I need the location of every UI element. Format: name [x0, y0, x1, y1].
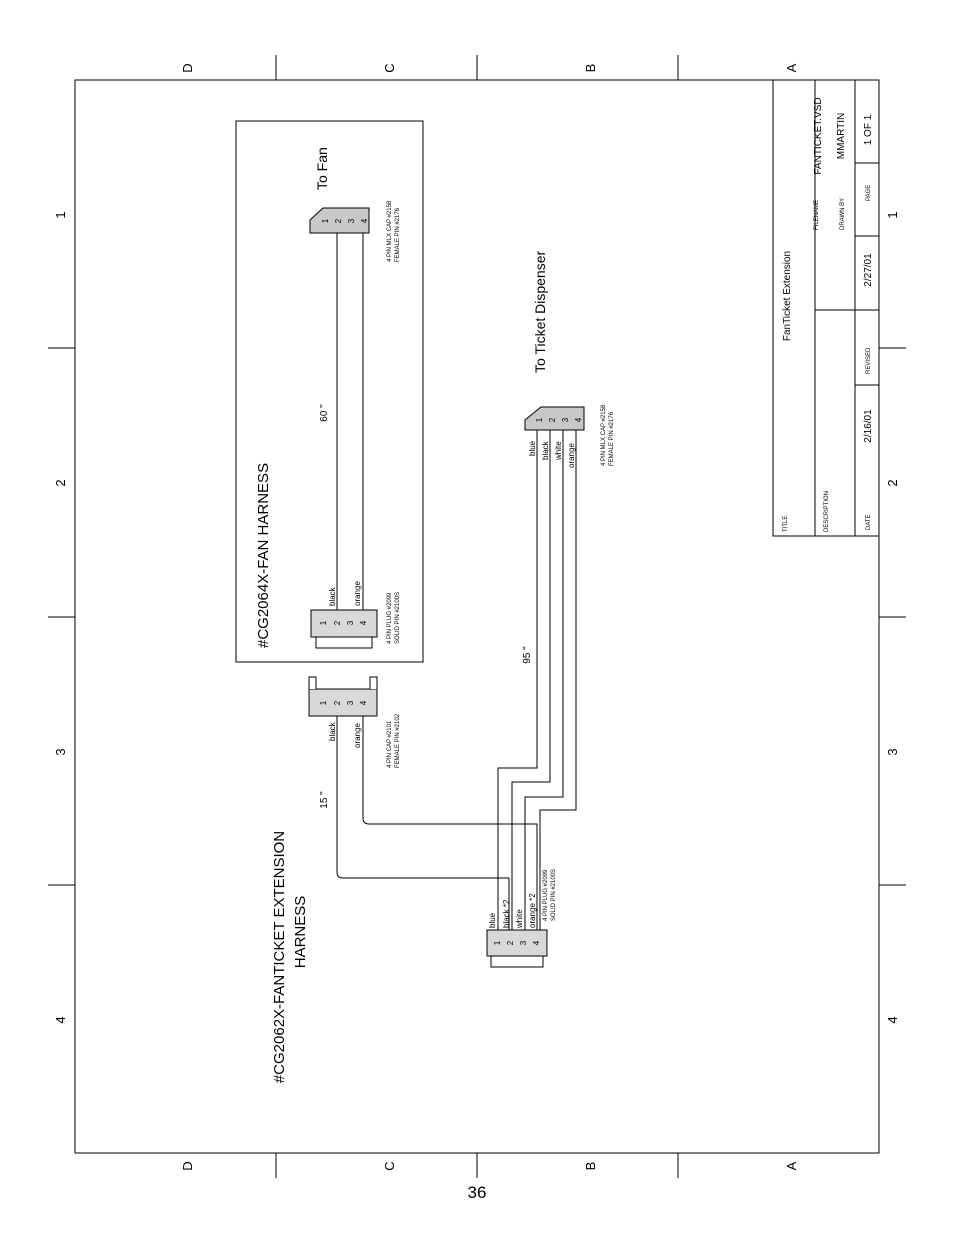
fan-harness-length: 60 " [319, 404, 330, 422]
fan-harness-frame [235, 120, 424, 663]
fan-wire-label-orange: orange [353, 581, 362, 606]
dispenser-cap-spec-2: FEMALE PIN #2176 [609, 411, 615, 466]
extension-harness-title-1: #CG2062X-FANTICKET EXTENSION [271, 831, 288, 1083]
fan-plug-pin: 1 [319, 620, 328, 625]
cap-2101-pin: 4 [359, 700, 368, 705]
plug-wire-label: white [515, 909, 524, 929]
extension-plug-pin: 4 [532, 940, 541, 945]
cap-2101-pin: 2 [333, 700, 342, 705]
zone-number-right: 1 [885, 211, 900, 218]
dispenser-wire-label: blue [528, 440, 537, 456]
cap-2101-pin: 1 [319, 700, 328, 705]
cap-2101-spec-2: FEMALE PIN #2102 [395, 713, 401, 768]
fan-cap-spec-2: FEMALE PIN #2176 [395, 207, 401, 262]
fan-wire-label-black: black [328, 586, 337, 606]
wire-orange-95in [539, 430, 577, 930]
dispenser-wire-label: orange [567, 443, 576, 468]
fan-cap-connector [309, 207, 370, 234]
extension-plug-spec-1: 4 PIN PLUG #2099 [543, 869, 549, 921]
zone-letter-top: D [180, 63, 195, 72]
zone-letter-top: A [784, 63, 799, 72]
dispenser-cap-connector [524, 406, 585, 431]
fan-harness-group: #CG2064X-FAN HARNESS To Fan 60 " black o… [235, 120, 424, 663]
page-label: PAGE [866, 185, 872, 201]
fan-cap-pin: 2 [334, 218, 343, 223]
wire-black-15in [336, 716, 510, 930]
drawnby-label: DRAWN BY [840, 198, 846, 230]
zone-letter-bottom: D [180, 1161, 195, 1170]
dispenser-cap-pin: 3 [561, 417, 570, 422]
dispenser-cap-pin: 4 [574, 417, 583, 422]
extension-plug-pin: 2 [506, 940, 515, 945]
fan-plug-spec-2: SOLID PIN #2100S [395, 592, 401, 644]
title-block: TITLE FanTicket Extension DESCRIPTION FI… [772, 79, 880, 537]
fan-cap-pin: 3 [347, 218, 356, 223]
extension-harness-title-2: HARNESS [292, 896, 309, 969]
to-ticket-dispenser-label: To Ticket Dispenser [532, 251, 548, 373]
zone-number-left: 1 [53, 211, 68, 218]
dispenser-cap-pin: 2 [548, 417, 557, 422]
wire-black-95in [511, 430, 551, 930]
zone-letter-bottom: B [583, 1162, 598, 1171]
cap-2101-spec-1: 4 PIN CAP #2101 [387, 720, 393, 768]
page-number: 36 [467, 1183, 487, 1202]
fan-harness-title: #CG2064X-FAN HARNESS [255, 463, 272, 648]
zone-number-right: 3 [885, 748, 900, 755]
zone-number-left: 3 [53, 748, 68, 755]
date-label: DATE [866, 514, 872, 530]
title-value: FanTicket Extension [782, 251, 793, 341]
zone-letter-bottom: C [382, 1161, 397, 1170]
fan-plug-pin: 2 [333, 620, 342, 625]
extension-plug-pin: 1 [493, 940, 502, 945]
extension-plug-spec-2: SOLID PIN #2100S [551, 869, 557, 921]
page-value: 1 OF 1 [863, 114, 874, 145]
zone-number-right: 4 [885, 1016, 900, 1023]
dispenser-cap-pin: 1 [535, 417, 544, 422]
date-value: 2/16/01 [863, 409, 874, 443]
cap-2101-latch [308, 676, 378, 689]
zone-letter-bottom: A [784, 1161, 799, 1170]
fan-cap-spec-1: 4 PIN MLX CAP #2158 [387, 200, 393, 262]
wire-white-95in [524, 430, 564, 930]
filename-label: FILENAME [814, 200, 820, 230]
cap-2101-connector [308, 688, 378, 717]
plug-wire-label: orange *2 [528, 893, 537, 928]
extension-length-15: 15 " [319, 791, 330, 809]
dispenser-cap-spec-1: 4 PIN MLX CAP #2158 [601, 404, 607, 466]
cap-2101-pin: 3 [346, 700, 355, 705]
cap-2101-wire-label-black: black [328, 721, 337, 741]
fan-plug-housing [315, 636, 373, 649]
zone-letter-top: B [583, 64, 598, 73]
zone-number-left: 2 [53, 479, 68, 486]
extension-harness-group: #CG2062X-FANTICKET EXTENSION HARNESS To … [271, 251, 615, 1084]
fan-plug-spec-1: 4 PIN PLUG #2099 [387, 592, 393, 644]
title-label: TITLE [783, 516, 789, 532]
revised-label: REVISED [866, 347, 872, 374]
dispenser-wire-label: black [541, 440, 550, 460]
zone-number-left: 4 [53, 1016, 68, 1023]
dispenser-wire-label: white [554, 441, 563, 461]
wire-orange-15in [362, 716, 538, 930]
extension-plug-connector [486, 929, 548, 957]
wire-blue-95in [497, 430, 538, 930]
zone-letter-top: C [382, 63, 397, 72]
zone-number-right: 2 [885, 479, 900, 486]
fan-cap-pin: 1 [321, 218, 330, 223]
fan-cap-pin: 4 [360, 218, 369, 223]
drawnby-value: MMARTIN [836, 113, 847, 159]
extension-plug-housing [490, 955, 544, 968]
to-fan-label: To Fan [314, 147, 330, 190]
fan-plug-pin: 4 [359, 620, 368, 625]
plug-wire-label: black *2 [502, 899, 511, 928]
drawing-frame [48, 55, 906, 1178]
plug-wire-label: blue [488, 912, 497, 928]
extension-plug-pin: 3 [519, 940, 528, 945]
revised-value: 2/27/01 [863, 253, 874, 287]
filename-value: FANTICKET.VSD [813, 97, 824, 174]
extension-length-95: 95 " [522, 646, 533, 664]
cap-2101-wire-label-orange: orange [353, 723, 362, 748]
fan-plug-pin: 3 [346, 620, 355, 625]
description-label: DESCRIPTION [824, 491, 830, 532]
